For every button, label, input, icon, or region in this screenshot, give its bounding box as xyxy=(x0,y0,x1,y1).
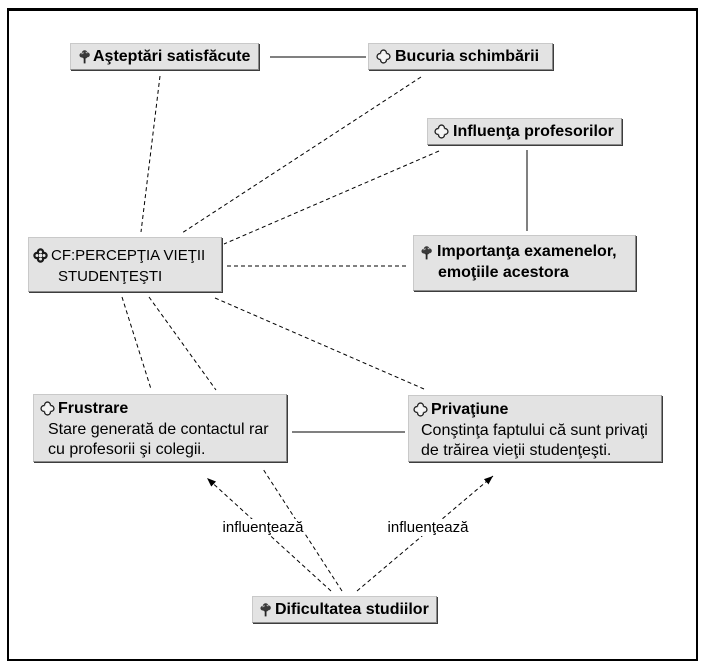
node-comment-line-2: cu profesorii şi colegii. xyxy=(48,441,206,458)
node-title: Frustrare xyxy=(58,400,129,417)
node-label-line-2: emoţiile acestora xyxy=(438,264,569,281)
quatrefoil-icon xyxy=(40,401,55,416)
node-importanta-examenelor[interactable]: Importanţa examenelor, emoţiile acestora xyxy=(413,235,636,291)
node-comment-line-1: Conştinţa faptului că sunt privaţi xyxy=(421,422,648,439)
link-asteptari-perceptia xyxy=(140,75,161,233)
link-label-dificultatea-frustrare: influenţează xyxy=(221,519,305,536)
node-label: Dificultatea studiilor xyxy=(275,601,429,618)
quatrefoil-icon xyxy=(376,49,391,64)
node-bucuria-schimbarii[interactable]: Bucuria schimbării xyxy=(368,43,553,70)
node-title: Privaţiune xyxy=(431,401,509,418)
link-dificultatea-privatiune xyxy=(356,475,494,592)
node-label: Bucuria schimbării xyxy=(395,48,540,65)
link-perceptia-frustrare-b xyxy=(148,296,217,391)
node-influenta-profesorilor[interactable]: Influenţa profesorilor xyxy=(427,118,622,145)
quatrefoil-icon xyxy=(434,124,449,139)
node-cf-perceptia-vietii-studentesti[interactable]: CF:PERCEPŢIA VIEŢII STUDENŢEŞTI xyxy=(28,237,222,292)
node-label-line-2: STUDENŢEŞTI xyxy=(58,268,163,285)
node-label: Aşteptări satisfăcute xyxy=(93,48,251,65)
node-label-line-1: CF:PERCEPŢIA VIEŢII xyxy=(51,247,206,264)
link-perceptia-frustrare-a xyxy=(121,296,152,390)
network-view-frame xyxy=(7,8,698,661)
link-bucuria-perceptia xyxy=(181,76,422,234)
link-label-text: influenţează xyxy=(388,519,470,536)
node-comment-line-2: de trăirea vieţii studenţeşti. xyxy=(421,442,612,459)
quatrefoil-icon xyxy=(413,402,428,417)
tree-icon xyxy=(419,245,434,260)
node-label-line-1: Importanţa examenelor, xyxy=(437,243,617,260)
node-privatiune[interactable]: Privaţiune Conştinţa faptului că sunt pr… xyxy=(408,395,662,462)
node-dificultatea-studiilor[interactable]: Dificultatea studiilor xyxy=(252,596,437,623)
node-asteptari-satisfacute[interactable]: Aşteptări satisfăcute xyxy=(70,43,259,70)
code-family-icon xyxy=(33,248,48,263)
link-influenta-perceptia xyxy=(223,150,440,245)
node-frustrare[interactable]: Frustrare Stare generată de contactul ra… xyxy=(33,394,287,462)
node-comment-line-1: Stare generată de contactul rar xyxy=(48,421,269,438)
node-label: Influenţa profesorilor xyxy=(453,123,614,140)
tree-icon xyxy=(258,602,273,617)
link-label-text: influenţează xyxy=(223,519,305,536)
link-perceptia-privatiune xyxy=(214,297,425,390)
tree-icon xyxy=(77,49,92,64)
link-label-dificultatea-privatiune: influenţează xyxy=(386,519,470,536)
